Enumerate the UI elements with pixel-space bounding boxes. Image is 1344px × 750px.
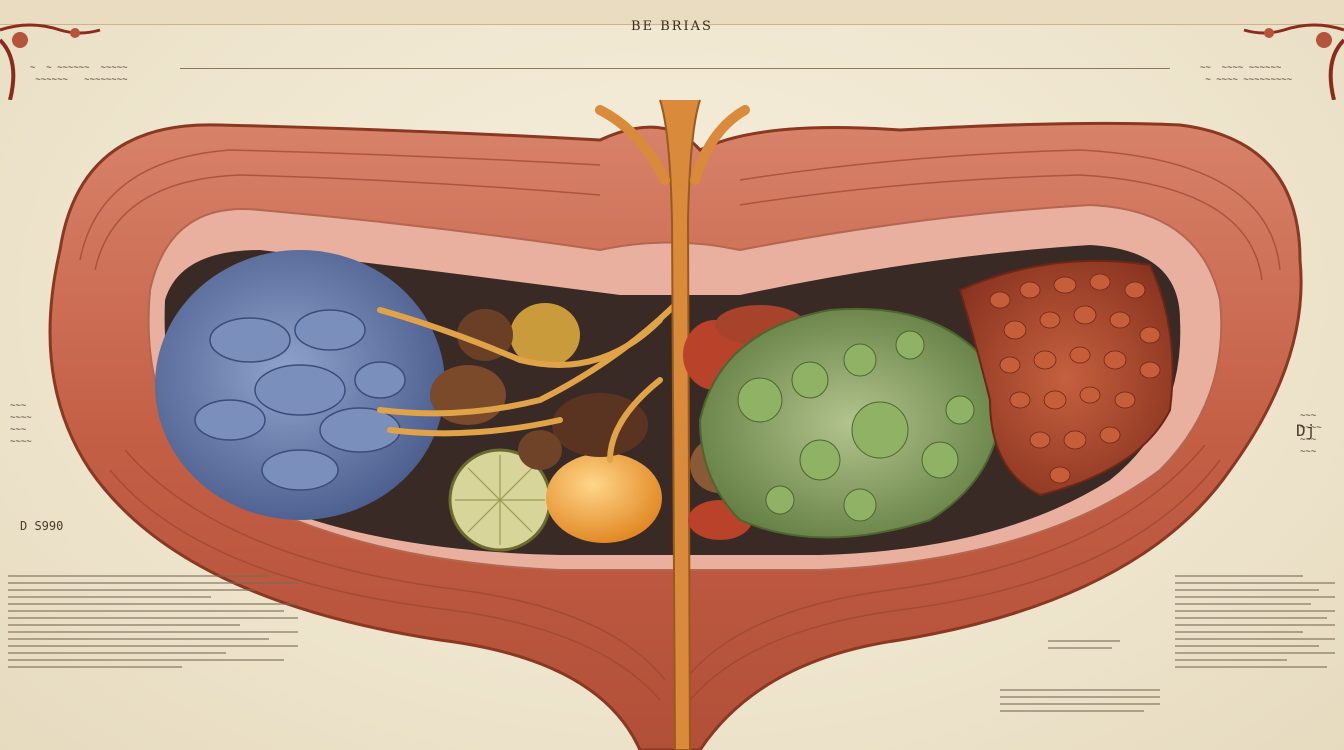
side-note-right: Dj — [1296, 421, 1316, 440]
annotation-top-right: ~~ ~~~~ ~~~~~~ ~ ~~~~ ~~~~~~~~~ — [1200, 63, 1293, 85]
ornament-left-corner — [0, 23, 101, 100]
lime-segments — [455, 455, 545, 545]
muscle-striations — [79, 149, 1281, 701]
text-block-left — [8, 575, 298, 673]
page-title: BE BRIAS — [631, 19, 713, 34]
central-vessel — [659, 99, 701, 750]
annotation-left-margin: ~~~ ~~~~ ~~~ ~~~~ — [10, 401, 32, 447]
blue-coils — [194, 309, 406, 491]
green-tissue-mass — [698, 307, 1003, 539]
green-pellets — [737, 330, 975, 522]
annotation-top-left: ~ ~ ~~~~~~ ~~~~~ ~~~~~~ ~~~~~~~~ — [30, 63, 128, 85]
ornament-right-corner — [1243, 23, 1344, 100]
text-block-center-right — [1000, 640, 1160, 717]
vessel-branch-right — [690, 105, 750, 185]
header-rule — [180, 68, 1170, 69]
brown-nodule-4 — [518, 430, 562, 470]
vessel-branch-left — [595, 105, 670, 185]
walnut-nodule — [510, 303, 580, 367]
orange-organ — [546, 453, 662, 543]
text-block-right — [1175, 575, 1335, 673]
nerve-branches — [377, 297, 683, 463]
brown-nodule-3 — [552, 393, 648, 457]
top-header-band — [0, 0, 1344, 25]
red-granules — [989, 273, 1161, 484]
annotation-right-margin: ~~~ ~~~~ ~~~ ~~~ — [1300, 411, 1322, 457]
side-note-left: D S990 — [20, 519, 64, 533]
